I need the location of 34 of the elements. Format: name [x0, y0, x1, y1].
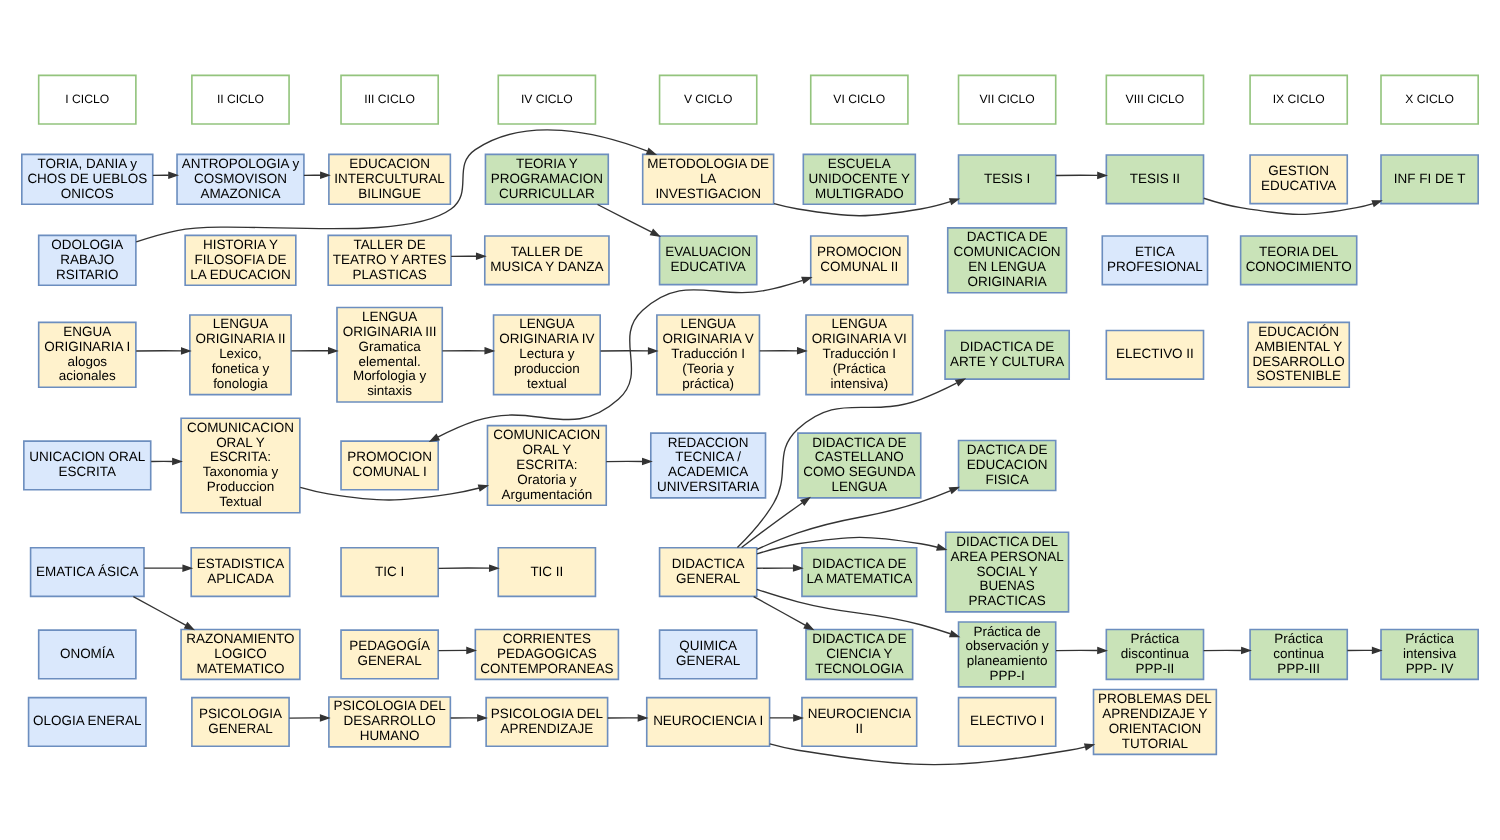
arrow: [290, 347, 339, 355]
arrow: [599, 347, 659, 355]
arrow: [299, 484, 490, 501]
arrow: [1202, 646, 1252, 655]
arrow: [1203, 197, 1383, 216]
arrow: [605, 457, 653, 466]
arrow: [736, 378, 967, 549]
arrow: [450, 252, 487, 261]
arrow: [441, 347, 496, 355]
arrow: [756, 564, 804, 572]
arrow: [759, 347, 808, 355]
arrow: [753, 595, 815, 631]
arrow: [437, 646, 478, 655]
arrow: [756, 588, 961, 638]
arrow: [143, 564, 194, 572]
arrow: [450, 714, 488, 722]
arrow: [1346, 646, 1383, 655]
arrow: [135, 129, 658, 243]
arrow: [596, 203, 661, 237]
arrow: [756, 486, 961, 550]
arrow: [773, 198, 961, 217]
arrow: [132, 595, 196, 631]
arrow: [769, 714, 804, 722]
arrow: [1055, 646, 1108, 655]
arrow: [1055, 171, 1108, 180]
arrow: [288, 714, 331, 722]
arrow: [769, 743, 1096, 766]
arrow: [135, 347, 192, 355]
arrow: [437, 564, 500, 572]
arrow: [756, 536, 948, 555]
arrow: [150, 457, 183, 466]
arrow: [607, 714, 649, 722]
arrow: [740, 496, 811, 549]
arrow: [428, 276, 813, 443]
